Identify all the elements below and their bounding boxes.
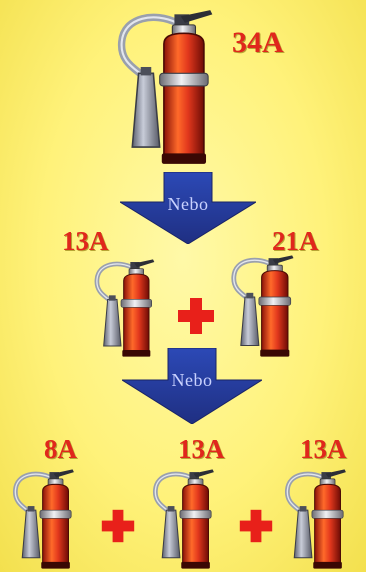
plus-icon (100, 508, 136, 544)
fire-extinguisher-icon (112, 8, 220, 166)
arrow-label: Nebo (120, 194, 256, 215)
arrow-label: Nebo (122, 370, 262, 391)
rating-13a: 13A (178, 436, 225, 463)
rating-21a: 21A (272, 228, 319, 255)
fire-extinguisher-icon (8, 468, 80, 570)
fire-extinguisher-icon (90, 258, 160, 358)
plus-icon (176, 296, 216, 336)
fire-extinguisher-icon (280, 468, 352, 570)
arrow-down-icon: Nebo (120, 172, 256, 244)
fire-extinguisher-icon (226, 254, 300, 358)
rating-8a: 8A (44, 436, 77, 463)
arrow-down-icon: Nebo (122, 348, 262, 424)
fire-extinguisher-icon (148, 468, 220, 570)
rating-34a: 34A (232, 28, 284, 58)
plus-icon (238, 508, 274, 544)
rating-13a: 13A (300, 436, 347, 463)
rating-13a: 13A (62, 228, 109, 255)
